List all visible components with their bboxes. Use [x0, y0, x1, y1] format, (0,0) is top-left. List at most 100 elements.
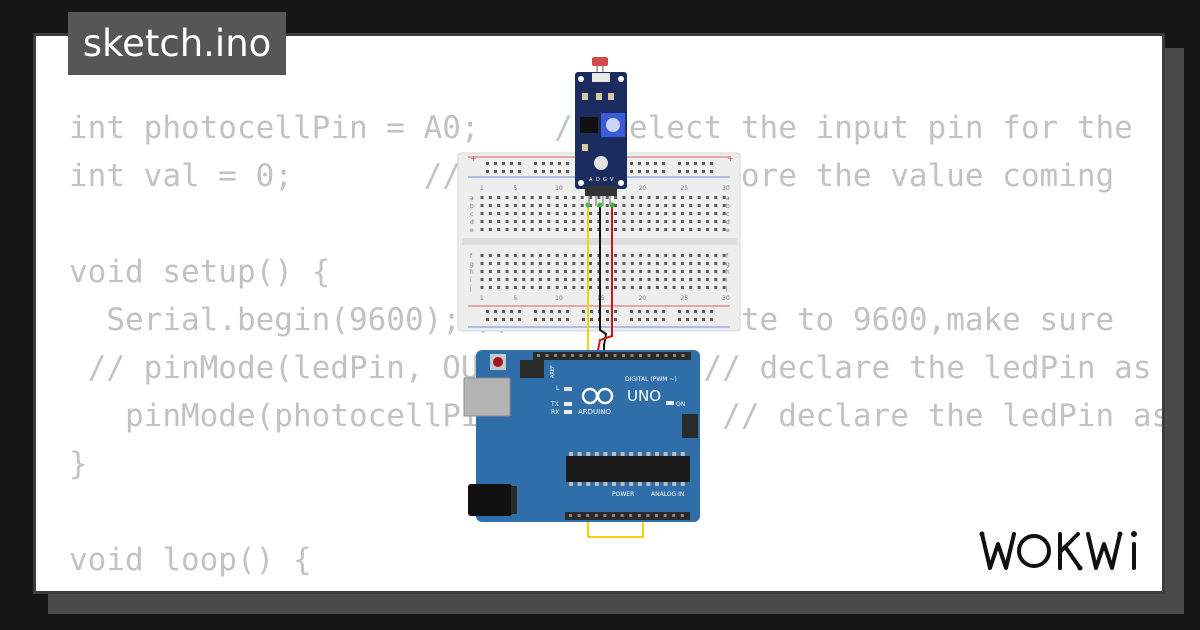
strip-hole	[589, 196, 593, 199]
rail-hole	[614, 318, 617, 321]
l-led	[564, 387, 572, 391]
strip-hole	[564, 286, 567, 289]
strip-hole	[564, 220, 567, 223]
column-label: 25	[680, 295, 688, 302]
on-led	[666, 401, 674, 405]
strip-hole	[589, 228, 593, 231]
strip-hole	[580, 270, 584, 273]
chip-pin	[663, 482, 668, 486]
strip-hole	[639, 196, 643, 199]
strip-hole	[513, 270, 517, 273]
column-label: 20	[639, 295, 647, 302]
strip-hole	[522, 212, 526, 215]
strip-hole	[564, 212, 567, 215]
strip-hole	[538, 270, 542, 273]
rail-hole	[702, 318, 705, 321]
strip-hole	[714, 270, 718, 273]
strip-hole	[505, 254, 509, 257]
rail-hole	[694, 170, 697, 173]
row-label: h	[726, 269, 730, 276]
row-label: d	[470, 219, 474, 226]
strip-hole	[589, 286, 593, 289]
header-pin	[629, 514, 633, 517]
rail-hole	[678, 310, 681, 313]
strip-hole	[505, 212, 509, 215]
strip-hole	[505, 286, 509, 289]
strip-hole	[547, 220, 551, 223]
row-label: h	[470, 269, 474, 276]
rail-hole	[566, 318, 569, 321]
on-label: ON	[676, 401, 685, 408]
strip-hole	[530, 212, 534, 215]
strip-hole	[722, 286, 726, 289]
rx-led	[564, 410, 572, 414]
strip-hole	[488, 254, 492, 257]
rail-hole	[566, 310, 569, 313]
rail-hole	[654, 170, 657, 173]
strip-hole	[497, 220, 501, 223]
strip-hole	[572, 204, 576, 207]
strip-hole	[689, 262, 693, 265]
strip-hole	[680, 278, 684, 281]
strip-hole	[530, 278, 534, 281]
strip-hole	[580, 212, 584, 215]
column-label: 30	[722, 185, 730, 192]
strip-hole	[505, 196, 509, 199]
file-tab[interactable]: sketch.ino	[68, 12, 286, 75]
rail-hole	[534, 318, 537, 321]
strip-hole	[672, 228, 676, 231]
strip-hole	[480, 278, 484, 281]
rail-plus-label: +	[727, 154, 734, 163]
strip-hole	[497, 278, 501, 281]
strip-hole	[680, 204, 684, 207]
rail-hole	[630, 170, 633, 173]
strip-hole	[580, 278, 584, 281]
rail-hole	[686, 318, 689, 321]
rail-hole	[710, 318, 713, 321]
strip-hole	[488, 286, 492, 289]
rail-hole	[606, 318, 609, 321]
rail-plus-label: +	[470, 154, 477, 163]
strip-hole	[647, 204, 651, 207]
strip-hole	[647, 196, 651, 199]
strip-hole	[689, 228, 693, 231]
chip-pin	[629, 482, 634, 486]
strip-hole	[614, 262, 618, 265]
strip-hole	[589, 254, 593, 257]
strip-hole	[722, 254, 726, 257]
strip-hole	[555, 254, 559, 257]
smd-resistor	[596, 93, 602, 100]
digital-label: DIGITAL (PWM ~)	[625, 376, 677, 383]
row-label: g	[470, 261, 474, 268]
rail-hole	[686, 310, 689, 313]
rail-hole	[502, 310, 505, 313]
strip-hole	[630, 254, 634, 257]
header-pin	[605, 354, 608, 357]
strip-hole	[672, 212, 676, 215]
strip-hole	[697, 286, 701, 289]
strip-hole	[572, 228, 576, 231]
strip-hole	[605, 286, 609, 289]
strip-hole	[664, 278, 668, 281]
strip-hole	[597, 212, 601, 215]
rail-hole	[630, 310, 633, 313]
strip-hole	[547, 278, 551, 281]
strip-hole	[655, 228, 659, 231]
strip-hole	[564, 278, 567, 281]
strip-hole	[538, 286, 542, 289]
strip-hole	[672, 286, 676, 289]
rail-hole	[510, 310, 513, 313]
strip-hole	[722, 278, 726, 281]
strip-hole	[714, 204, 718, 207]
strip-hole	[722, 204, 726, 207]
header-pin	[569, 514, 572, 517]
mount-hole	[618, 76, 624, 82]
header-pin	[612, 514, 615, 517]
strip-hole	[605, 262, 609, 265]
code-line: int photocellPin = A0; // select the inp…	[69, 110, 1133, 146]
chip-pin	[672, 452, 677, 456]
strip-hole	[547, 196, 551, 199]
rx-label: RX	[551, 409, 559, 416]
mount-hole	[578, 180, 584, 186]
